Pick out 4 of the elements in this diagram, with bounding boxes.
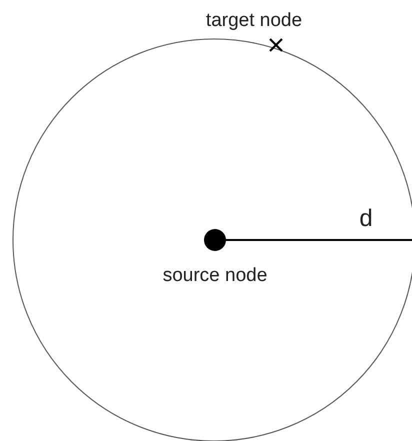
radius-label: d	[359, 205, 373, 233]
node-caption: source node	[162, 265, 268, 287]
dot-marker	[203, 228, 227, 252]
node-caption: target node	[206, 10, 302, 32]
